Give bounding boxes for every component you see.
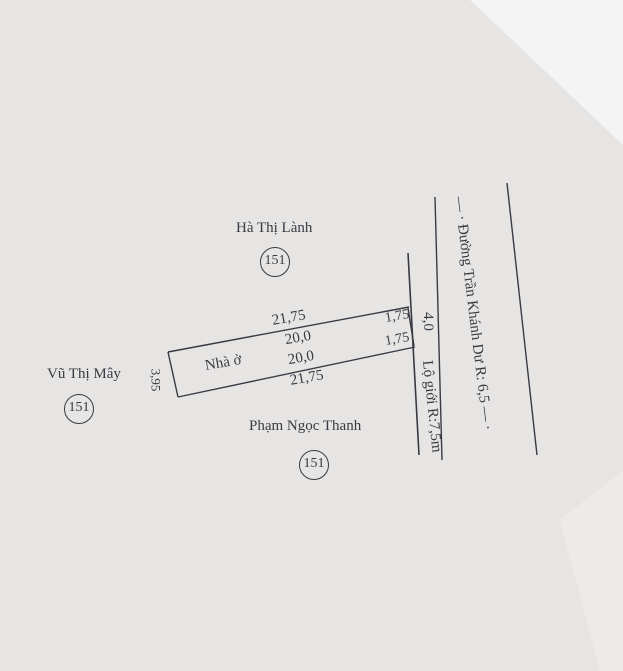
parcel-badge-south: 151 [299, 450, 329, 480]
parcel-number: 151 [264, 253, 286, 268]
dim-left-width: 3,95 [148, 368, 164, 392]
road-line-left [434, 196, 443, 461]
parcel-badge-north: 151 [260, 247, 290, 277]
parcel-number: 151 [303, 456, 325, 471]
paper-shadow [560, 470, 623, 671]
paper-corner [470, 0, 623, 145]
owner-north: Hà Thị Lành [236, 220, 313, 236]
owner-west: Vũ Thị Mây [47, 366, 121, 382]
parcel-bottom-edge [177, 346, 416, 398]
parcel-badge-west: 151 [64, 394, 94, 424]
parcel-top-edge [167, 306, 410, 353]
parcel-number: 151 [68, 400, 90, 415]
frontage-line [407, 252, 420, 456]
parcel-left-edge [167, 351, 179, 398]
owner-south: Phạm Ngọc Thanh [249, 418, 362, 434]
dim-road-width: 4,0 [419, 312, 436, 331]
road-line-right [506, 182, 538, 456]
